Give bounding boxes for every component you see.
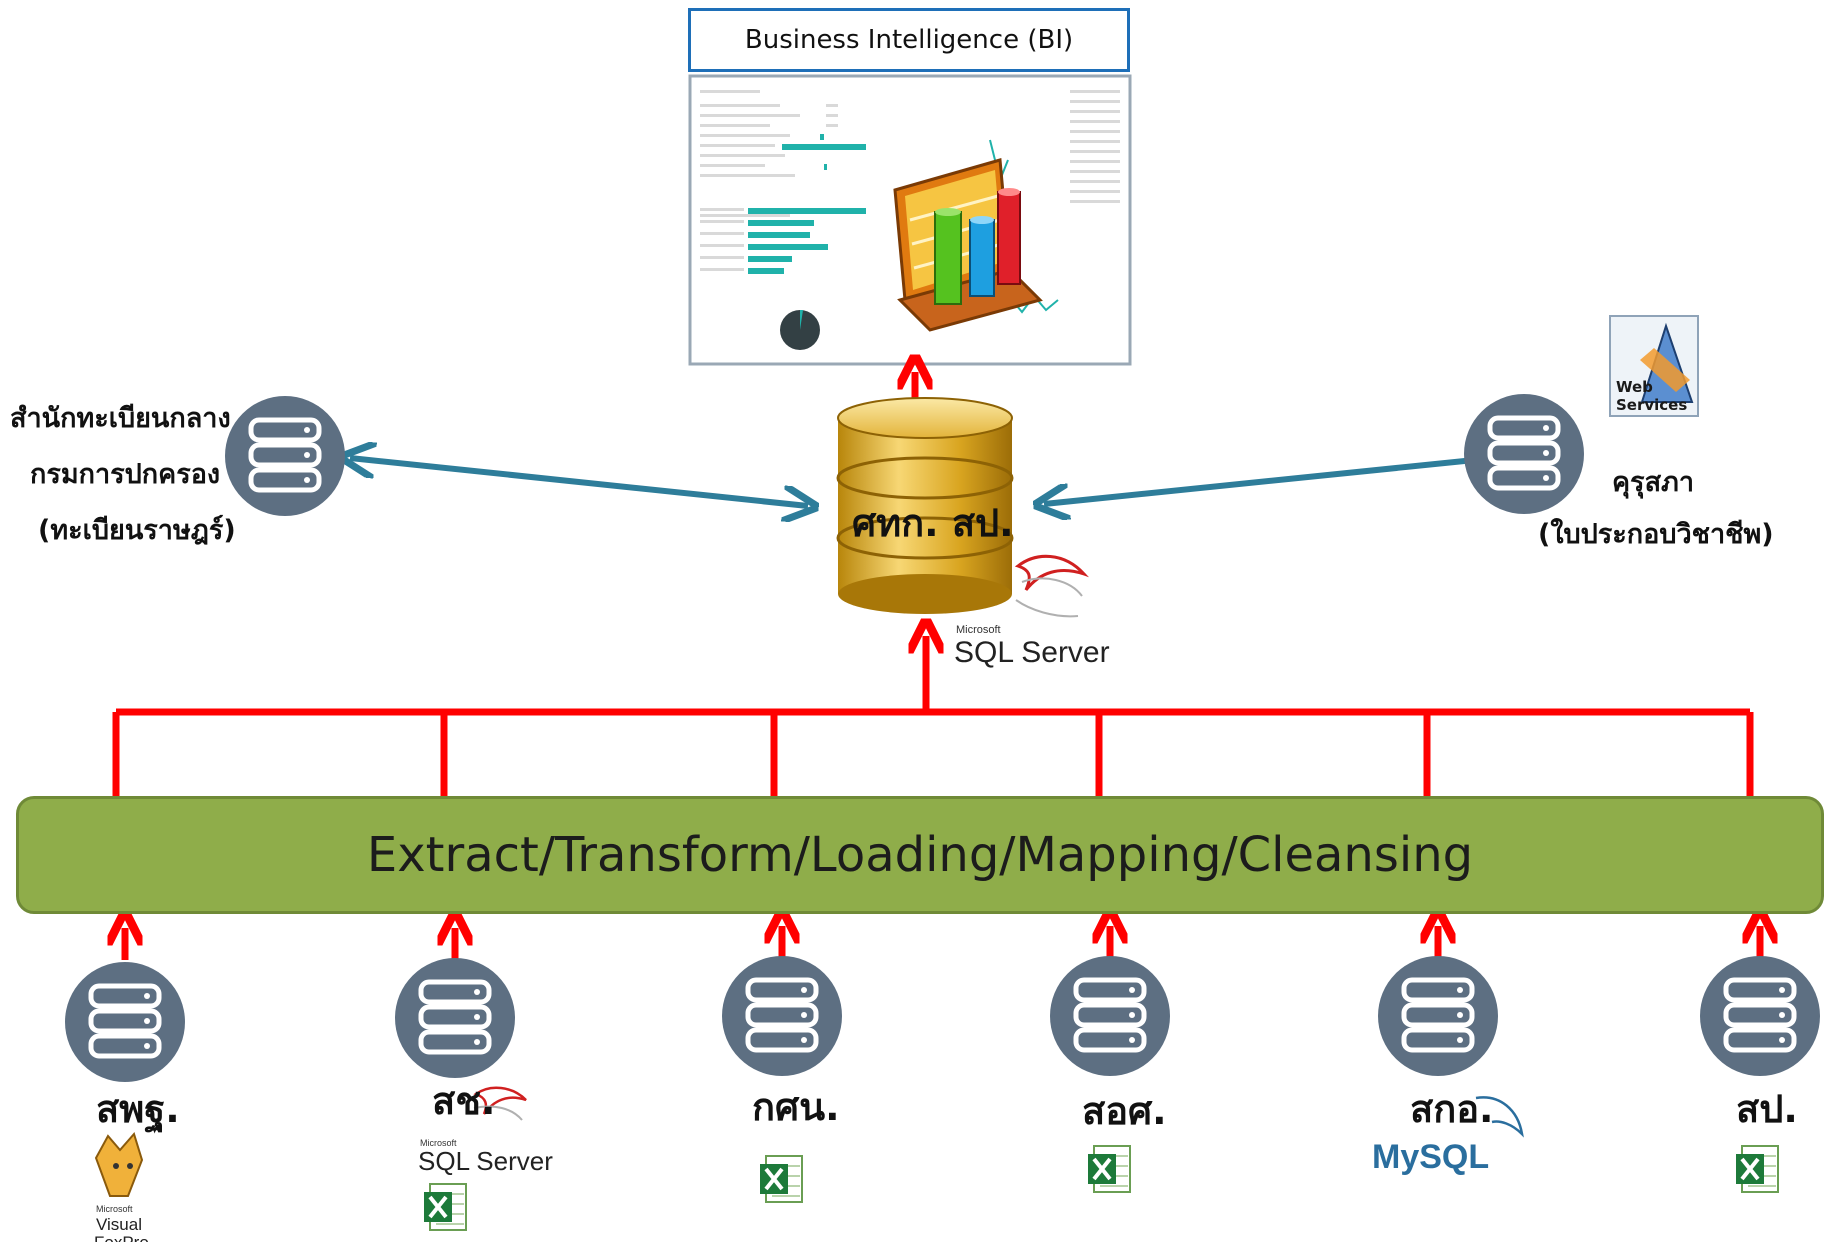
excel-icon-sos bbox=[1086, 1144, 1132, 1194]
left-node-line2: กรมการปกครอง bbox=[30, 459, 221, 490]
foxpro-vendor: Microsoft bbox=[96, 1204, 133, 1214]
center-sql-server-logo: Microsoft SQL Server bbox=[954, 554, 1110, 669]
excel-icon-sp bbox=[1734, 1144, 1780, 1194]
web-services-badge-line1: Web bbox=[1616, 378, 1653, 396]
excel-icon-kshn bbox=[758, 1154, 804, 1204]
bi-title-box: Business Intelligence (BI) bbox=[688, 8, 1130, 72]
source-db-icon-4 bbox=[1050, 956, 1170, 1076]
sql-small-vendor: Microsoft bbox=[420, 1138, 457, 1148]
source-label-1: สพฐ. bbox=[96, 1087, 180, 1131]
bar-chart-clipart bbox=[893, 158, 1043, 332]
source-db-icon-3 bbox=[722, 956, 842, 1076]
arrow-center-right-node bbox=[1044, 458, 1494, 504]
source-label-6: สป. bbox=[1736, 1087, 1798, 1131]
left-node-line1: สำนักทะเบียนกลาง bbox=[10, 403, 231, 434]
web-services-badge-line2: Services bbox=[1616, 396, 1687, 414]
right-node-line1: คุรุสภา bbox=[1612, 467, 1695, 498]
web-services-icon: Web Services bbox=[1609, 315, 1699, 417]
bi-dashboard-image bbox=[688, 74, 1132, 366]
source-label-5: สกอ. bbox=[1410, 1087, 1494, 1131]
source-db-icon-5 bbox=[1378, 956, 1498, 1076]
right-database-icon bbox=[1464, 394, 1584, 514]
mysql-text: MySQL bbox=[1372, 1138, 1489, 1176]
foxpro-line2: FoxPro bbox=[94, 1233, 149, 1242]
etl-to-center-connectors bbox=[112, 636, 1754, 798]
source-db-icon-1 bbox=[65, 962, 185, 1082]
source-db-icon-2 bbox=[395, 958, 515, 1078]
center-sql-vendor: Microsoft bbox=[956, 624, 1001, 636]
center-sql-product: SQL Server bbox=[954, 636, 1110, 669]
source-to-etl-arrows bbox=[125, 926, 1760, 960]
source-label-2: สช. bbox=[432, 1079, 496, 1123]
mysql-logo: MySQL bbox=[1372, 1096, 1524, 1176]
excel-icon-sch bbox=[422, 1182, 468, 1232]
source-label-3: กศน. bbox=[752, 1085, 840, 1129]
sql-server-logo-small: Microsoft SQL Server bbox=[418, 1086, 553, 1176]
left-node-line3: (ทะเบียนราษฎร์) bbox=[38, 515, 236, 546]
source-db-icon-6 bbox=[1700, 956, 1820, 1076]
etl-process-box: Extract/Transform/Loading/Mapping/Cleans… bbox=[16, 796, 1824, 914]
visual-foxpro-logo: Microsoft Visual FoxPro bbox=[94, 1131, 149, 1242]
right-node-line2: (ใบประกอบวิชาชีพ) bbox=[1538, 519, 1774, 550]
left-database-icon bbox=[225, 396, 345, 516]
center-label: ศทก. สป. bbox=[852, 501, 1014, 545]
center-database-icon bbox=[836, 397, 1014, 614]
foxpro-line1: Visual bbox=[96, 1215, 142, 1234]
arrow-left-node-center bbox=[350, 458, 808, 506]
source-label-4: สอศ. bbox=[1082, 1089, 1167, 1133]
sql-small-product: SQL Server bbox=[418, 1146, 553, 1176]
